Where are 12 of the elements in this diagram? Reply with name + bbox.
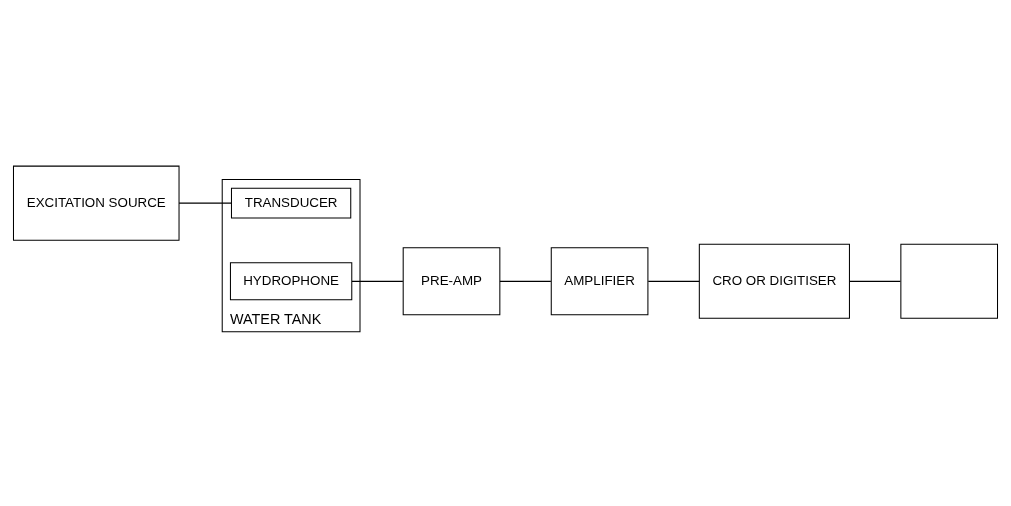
node-box: TRANSDUCER (230, 187, 352, 219)
connector (351, 280, 404, 282)
node-box: PRE-AMP (402, 247, 501, 316)
connector (178, 202, 232, 204)
connector (647, 280, 700, 282)
node-box: HYDROPHONE (229, 262, 353, 301)
node-box: EXCITATION SOURCE (12, 165, 180, 241)
node-box: AMPLIFIER (550, 247, 649, 316)
connector (849, 280, 902, 282)
connector (499, 280, 552, 282)
node-box: CRO OR DIGITISER (698, 243, 850, 319)
node-box (900, 243, 999, 319)
